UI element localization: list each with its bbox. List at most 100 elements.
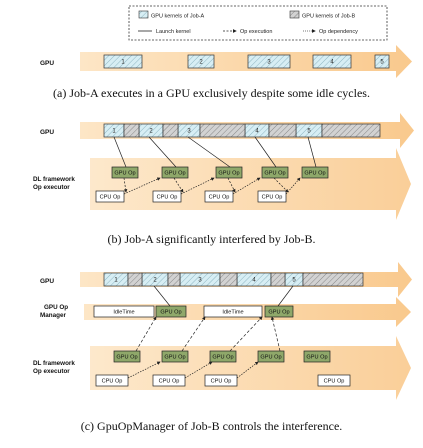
- panel-c-gpu-op-5: GPU Op: [303, 350, 331, 363]
- panel-c-gpu-label: GPU: [40, 278, 54, 285]
- panel-b-gpu-op-3-label: GPU Op: [218, 171, 239, 177]
- legend-exec-label: Op execution: [240, 29, 272, 35]
- panel-b-exec-label-2: Op executor: [33, 184, 70, 191]
- panel-c-manager-gpu-op-2: GPU Op: [264, 305, 294, 318]
- panel-b-gpu-label: GPU: [40, 129, 54, 136]
- panel-c-cpu-op-4-label: CPU Op: [324, 379, 345, 385]
- panel-b-kernel-a-1: 1: [103, 123, 125, 138]
- panel-a-kernel-a-2-label: 2: [199, 60, 203, 66]
- panel-b-gpu-op-1: GPU Op: [111, 166, 139, 179]
- panel-c-gpu-op-3: GPU Op: [209, 350, 237, 363]
- panel-c-cpu-op-1-label: CPU Op: [102, 379, 123, 385]
- panel-c-exec-2: [181, 316, 206, 352]
- panel-a-kernel-a-4-label: 4: [330, 60, 334, 66]
- panel-a-kernel-a-5-label: 5: [380, 60, 384, 66]
- panel-c-kernels: 1 2 3 4 5: [103, 272, 364, 287]
- panel-b-gpu-op-4: GPU Op: [261, 166, 289, 179]
- panel-c-idle-time-1-label: IdleTime: [113, 310, 134, 316]
- panel-a-kernel-a-3: 3: [247, 54, 291, 69]
- panel-b-kernel-a-4: 4: [244, 123, 270, 138]
- panel-c-kernel-a-4-label: 4: [252, 278, 256, 284]
- panel-b-gpu-op-2: GPU Op: [161, 166, 189, 179]
- panel-c-kernel-a-3: 3: [179, 272, 221, 287]
- legend-kernel-a-swatch: [138, 10, 149, 19]
- legend-kernel-b-swatch: [289, 10, 300, 19]
- panel-c-kernel-a-4: 4: [236, 272, 272, 287]
- panel-b-gpu-op-2-label: GPU Op: [164, 171, 185, 177]
- panel-c-gpu-op-2: GPU Op: [161, 350, 189, 363]
- panel-b-cpu-op-4-label: CPU Op: [262, 195, 283, 201]
- panel-a-gpu-label: GPU: [40, 60, 54, 67]
- panel-b-kernel-a-3: 3: [177, 123, 201, 138]
- panel-b-kernels: 1 2 3 4 5: [103, 123, 381, 138]
- panel-b-kernel-a-3-label: 3: [187, 129, 191, 135]
- panel-b-kernel-a-5: 5: [295, 123, 323, 138]
- panel-b-gpu-op-3: GPU Op: [215, 166, 243, 179]
- panel-c-cpu-op-4: CPU Op: [317, 374, 351, 387]
- panel-b-launch-5: [307, 136, 317, 168]
- panel-b-exec-3: [227, 177, 236, 193]
- panel-a-kernel-a-3-label: 3: [267, 60, 271, 66]
- panel-c-exec-1: [135, 316, 157, 352]
- panel-b-launch-1: [113, 136, 127, 168]
- panel-c-gpu-op-1-label: GPU Op: [116, 355, 137, 361]
- panel-c-exec-label-2: Op executor: [33, 368, 70, 375]
- panel-b-dep-2: [180, 177, 215, 195]
- panel-c-kernel-a-1-label: 1: [114, 278, 118, 284]
- legend: GPU kernels of Job-A GPU kernels of Job-…: [128, 5, 388, 41]
- panel-b-kernel-b-3: [199, 123, 246, 138]
- panel-b-kernel-a-4-label: 4: [255, 129, 259, 135]
- panel-b-cpu-op-2-label: CPU Op: [157, 195, 178, 201]
- panel-c-caption: (c) GpuOpManager of Job-B controls the i…: [80, 419, 343, 433]
- panel-c-gpu-op-2-label: GPU Op: [164, 355, 185, 361]
- panel-c: GPU GPU Op Manager DL framework Op execu…: [33, 262, 412, 400]
- panel-c-kernel-b-5: [302, 272, 364, 287]
- panel-c-exec-4: [270, 316, 281, 352]
- panel-b-kernel-b-2: [162, 123, 179, 138]
- panel-c-idle-time-2-label: IdleTime: [222, 310, 243, 316]
- panel-b-exec-1: [123, 177, 128, 193]
- panel-c-kernel-b-3: [219, 272, 238, 287]
- panel-b-cpu-op-1: CPU Op: [95, 190, 125, 203]
- panel-c-kernel-a-3-label: 3: [198, 278, 202, 284]
- panel-a-timeline-arrow: [80, 45, 412, 78]
- panel-b-kernel-a-2-label: 2: [149, 129, 153, 135]
- panel-c-kernel-a-2-label: 2: [153, 278, 157, 284]
- panel-c-gpu-op-3-label: GPU Op: [212, 355, 233, 361]
- panel-c-cpu-op-3: CPU Op: [204, 374, 238, 387]
- panel-c-idle-time-2: IdleTime: [203, 305, 263, 318]
- panel-c-gpu-op-5-label: GPU Op: [306, 355, 327, 361]
- panel-c-manager-label-2: Manager: [40, 312, 66, 319]
- panel-c-manager-gpu-op-1: GPU Op: [155, 305, 187, 318]
- panel-b-kernel-b-5: [321, 123, 381, 138]
- panel-b-kernel-b-4: [268, 123, 297, 138]
- panel-b-cpu-op-2: CPU Op: [152, 190, 182, 203]
- panel-c-kernel-b-1: [127, 272, 143, 287]
- panel-b-cpu-op-3: CPU Op: [204, 190, 234, 203]
- panel-c-manager-label-1: GPU Op: [44, 304, 68, 311]
- panel-c-launch-1: [153, 285, 171, 307]
- panel-a-kernel-a-4: 4: [312, 54, 352, 69]
- panel-c-kernel-b-2: [167, 272, 181, 287]
- panel-c-cpu-op-2-label: CPU Op: [159, 379, 180, 385]
- legend-kernel-b-label: GPU kernels of Job-B: [302, 14, 356, 20]
- panel-c-manager-gpu-op-2-label: GPU Op: [268, 310, 289, 316]
- panel-b-gpu-op-1-label: GPU Op: [114, 171, 135, 177]
- panel-b-gpu-op-5: GPU Op: [301, 166, 329, 179]
- panel-b-kernel-a-2: 2: [138, 123, 164, 138]
- panel-c-dep-1: [127, 361, 161, 379]
- legend-kernel-a-label: GPU kernels of Job-A: [151, 14, 205, 20]
- panel-c-exec-3: [229, 316, 263, 352]
- panel-a-caption: (a) Job-A executes in a GPU exclusively …: [53, 86, 370, 100]
- panel-b-cpu-op-1-label: CPU Op: [100, 195, 121, 201]
- panel-c-launch-2: [277, 285, 294, 307]
- panel-b-gpu-op-4-label: GPU Op: [264, 171, 285, 177]
- panel-c-cpu-op-2: CPU Op: [152, 374, 186, 387]
- panel-c-kernel-a-5: 5: [284, 272, 304, 287]
- panel-b-ops: GPU Op GPU Op GPU Op GPU Op GPU Op CPU Op CPU …: [95, 136, 329, 203]
